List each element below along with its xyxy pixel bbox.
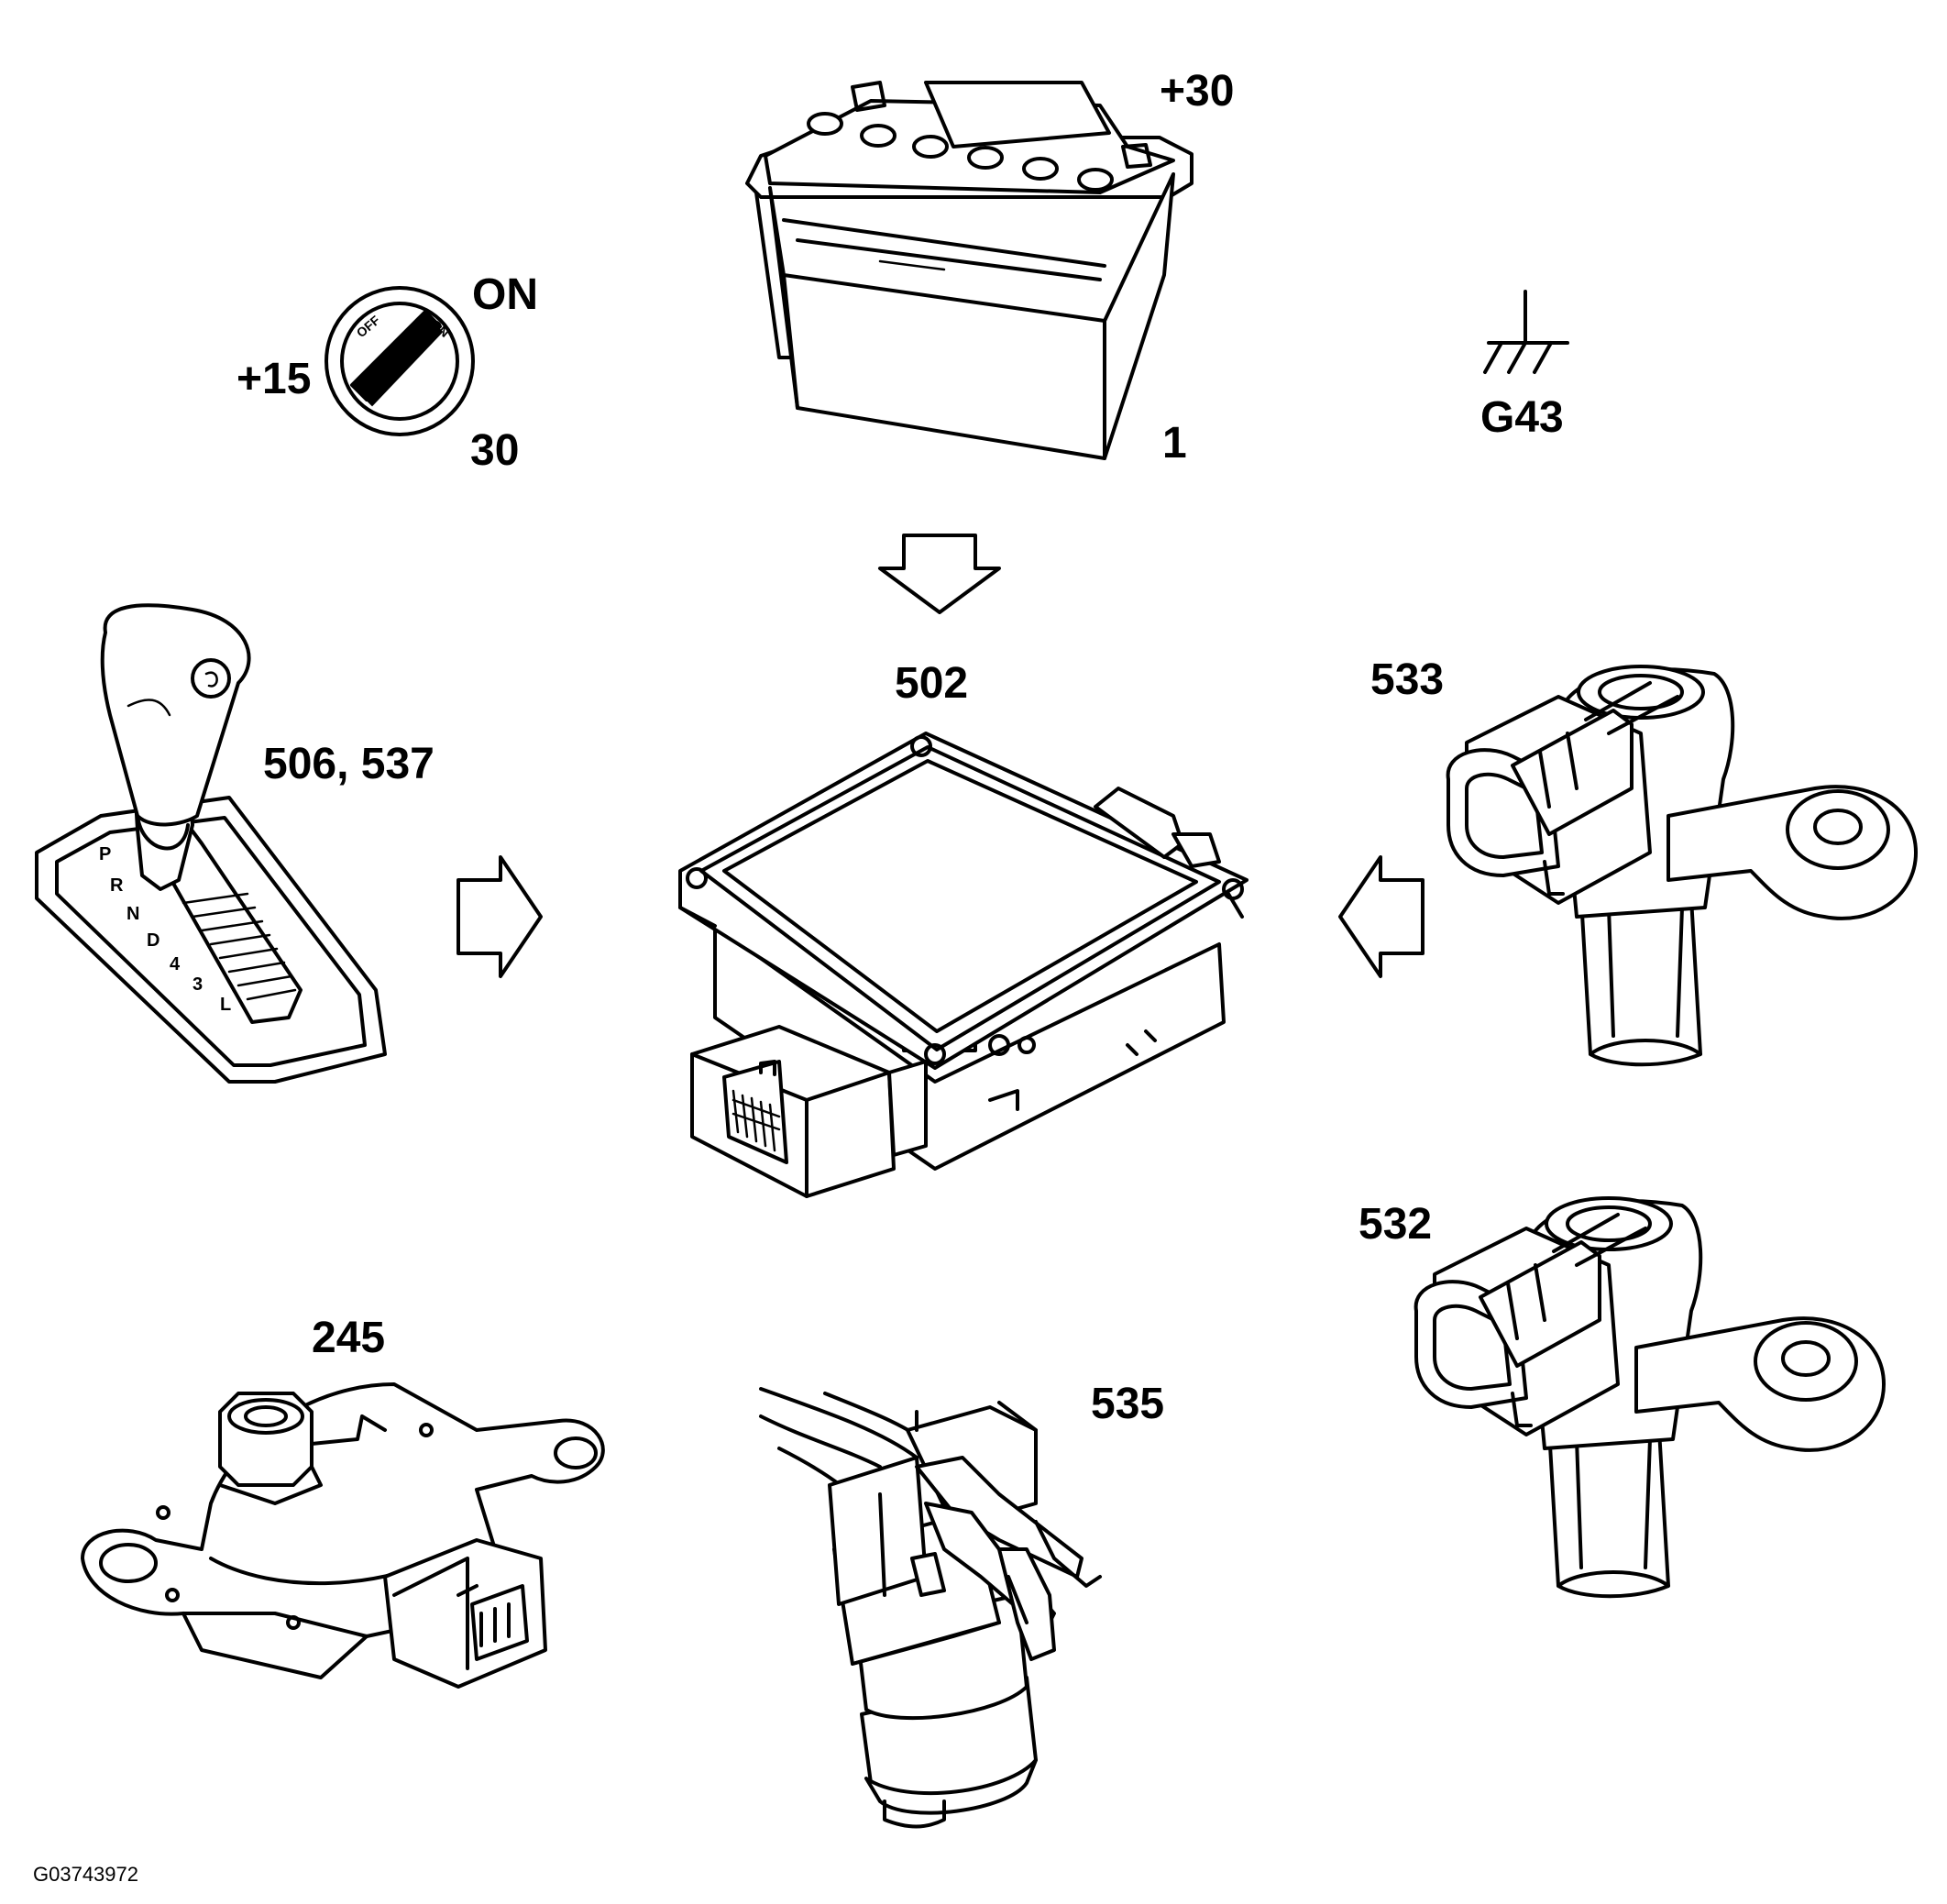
gear-selector-label: 506, 537 (263, 740, 434, 788)
gate-letter-4: 4 (170, 954, 181, 974)
arrow-left-into-module (1338, 855, 1424, 978)
gate-letter-N: N (126, 904, 139, 924)
gate-letter-D: D (147, 930, 160, 951)
solenoid-valve-illustration (759, 1387, 1102, 1829)
ground-label: G43 (1480, 393, 1564, 442)
range-switch-illustration (81, 1382, 605, 1689)
range-switch-label: 245 (312, 1314, 386, 1362)
control-module-illustration (678, 732, 1248, 1198)
figure-id: G03743972 (33, 1863, 138, 1886)
ignition-plus15-label: +15 (236, 355, 312, 403)
battery-plus30-label: +30 (1160, 67, 1235, 116)
solenoid-valve-label: 535 (1091, 1380, 1165, 1428)
speed-sensor-533-illustration (1446, 665, 1918, 1067)
gate-letter-R: R (110, 875, 124, 896)
gate-letter-L: L (220, 995, 231, 1015)
gate-letter-3: 3 (192, 974, 203, 995)
ignition-on-label: ON (472, 270, 538, 319)
ground-symbol (1483, 290, 1569, 374)
speed-sensor-532-label: 532 (1358, 1200, 1433, 1249)
battery-illustration (745, 81, 1194, 460)
control-module-label: 502 (895, 659, 969, 708)
speed-sensor-532-illustration (1414, 1196, 1886, 1599)
gear-selector-illustration: P R N D 4 3 L (35, 603, 387, 1084)
speed-sensor-533-label: 533 (1370, 655, 1445, 704)
arrow-down-into-module (878, 534, 1001, 614)
ignition-switch-illustration: OFF ON (324, 286, 475, 436)
arrow-right-into-module (456, 855, 543, 978)
gate-letter-P: P (99, 844, 111, 864)
ignition-30-label: 30 (470, 426, 520, 475)
battery-number-label: 1 (1162, 419, 1187, 468)
